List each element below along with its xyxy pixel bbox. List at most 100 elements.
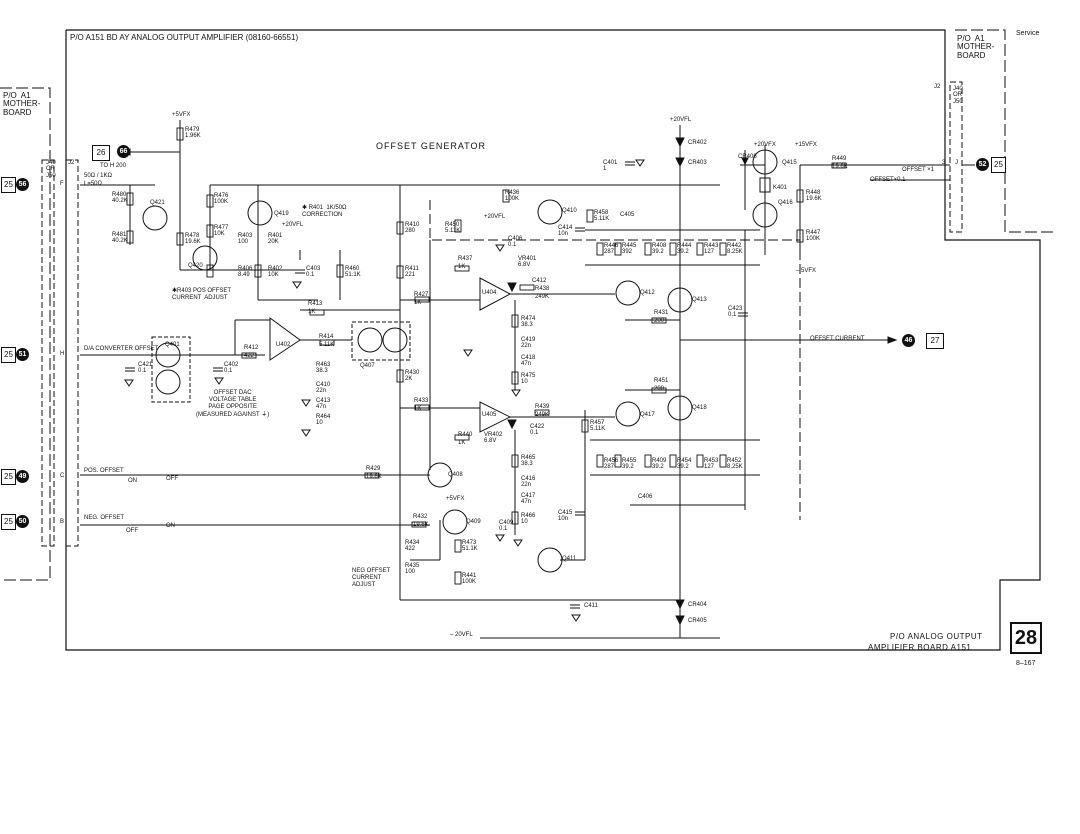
part-label: Q413 [692, 297, 707, 303]
part-label: R440 1K [458, 432, 473, 446]
part-label: C402 0.1 [224, 362, 239, 375]
part-label: R454 39.2 [677, 458, 692, 471]
part-label: R473 51.1K [462, 540, 478, 553]
part-label: C410 22n [316, 382, 331, 395]
part-label: C423 0.1 [728, 306, 743, 319]
part-label: CR405 [688, 618, 707, 624]
part-label: C414 10n [558, 225, 573, 238]
connector-box: 26 [92, 145, 110, 161]
connector-dot: 66 [117, 145, 130, 158]
part-label: R435 100 [405, 563, 420, 576]
part-label: Q407 [360, 363, 375, 369]
rail-label: +20VFX [754, 142, 776, 148]
offset-current-label: OFFSET CURRENT [810, 336, 865, 342]
part-label: R449 19.6K [832, 156, 848, 170]
part-label: Q410 [562, 208, 577, 214]
part-label: R465 38.3 [521, 455, 536, 468]
part-label: C411 [584, 603, 598, 609]
connector-sublabel: TO H 200 [100, 163, 126, 169]
part-label: R450 5.11K [445, 222, 461, 235]
part-label: R481 40.2K [112, 232, 128, 245]
part-label: R455 39.2 [622, 458, 637, 471]
connector-dot: 56 [16, 178, 29, 191]
connector-pin: J [955, 160, 958, 166]
part-label: CR404 [688, 602, 707, 608]
part-label: R447 100K [806, 230, 821, 243]
part-label: C413 47n [316, 398, 331, 411]
part-label: R410 280 [405, 222, 420, 235]
offset-x01-label: OFFSET×0.1 [870, 177, 906, 183]
part-label: C406 [638, 494, 653, 500]
part-label: R441 100K [462, 573, 477, 586]
part-label: R476 100K [214, 193, 229, 206]
part-label: R475 10 [521, 373, 536, 386]
connector-label: D/A CONVERTER OFFSET [84, 346, 159, 352]
part-label: C403 0.1 [306, 266, 321, 279]
left-motherboard-frame [0, 87, 51, 581]
rail-label: +5VFX [172, 112, 191, 118]
connector-box: 27 [926, 333, 944, 349]
part-label: R431 200 [654, 310, 669, 324]
part-label: R438 249K [535, 286, 550, 300]
part-label: C422 0.1 [530, 424, 545, 437]
part-label: Q412 [640, 290, 655, 296]
connector-sublabel: L=50Ω [84, 181, 102, 187]
connector-box: 25 [1, 347, 16, 363]
part-label: Q401 [165, 342, 180, 348]
part-label: Q415 [782, 160, 797, 166]
part-label: CR403 [688, 160, 707, 166]
resistor-bodies [126, 127, 847, 585]
capacitor-symbols [125, 161, 748, 609]
part-label: R436 100K [505, 190, 520, 203]
board-frame [65, 29, 1041, 651]
part-label: R466 10 [521, 513, 536, 526]
part-label: C418 47n [521, 355, 536, 368]
part-label: R437 1K [458, 256, 473, 270]
connector-pin: 3 [942, 160, 946, 166]
part-label: R427 1K [414, 292, 429, 306]
part-label: VR401 6.8V [518, 256, 537, 269]
switch-state-b: ON [166, 523, 175, 529]
part-label: C401 1 [603, 160, 618, 173]
part-label: Q418 [692, 405, 707, 411]
connector-label: NEG. OFFSET [84, 515, 125, 521]
part-label: K401 [773, 185, 788, 191]
connector-pin: B [60, 519, 65, 525]
footer-caption-1: P/O ANALOG OUTPUT [890, 632, 983, 641]
part-label: R460 51.1K [345, 266, 361, 279]
connector-dot: 52 [976, 158, 989, 171]
part-label: R479 1.96K [185, 127, 201, 140]
part-label: R414 5.11K [319, 334, 335, 348]
connector-dot: 50 [16, 515, 29, 528]
rail-label: +20VFL [670, 117, 692, 123]
part-label: VR402 6.8V [484, 432, 503, 445]
part-label: R409 39.2 [652, 458, 667, 471]
part-label: R408 39.2 [652, 243, 667, 256]
part-label: C409 0.1 [499, 520, 514, 533]
part-label: U404 [482, 290, 497, 296]
connector-pin: J40 OR J50 [953, 86, 963, 105]
part-label: Q420 [188, 263, 203, 269]
part-label: R434 422 [405, 540, 420, 553]
part-label: C412 [532, 278, 547, 284]
part-label: R444 39.2 [677, 243, 692, 256]
right-motherboard-frame [955, 29, 1055, 233]
connector-dot: 46 [902, 334, 915, 347]
part-label: CR402 [688, 140, 707, 146]
connector-box: 25 [1, 469, 16, 485]
switch-state-b: OFF [166, 476, 178, 482]
rail-label: +20VFL [282, 222, 304, 228]
part-label: R412 422 [244, 345, 259, 359]
rail-label: – 5VFX [796, 268, 817, 274]
part-label: C406 0.1 [508, 236, 523, 249]
part-label: R457 5.11K [590, 420, 606, 433]
part-label: R429 19.6K [366, 466, 382, 480]
switch-state-a: OFF [126, 528, 138, 534]
connector-label: 50Ω / 1KΩ [84, 173, 112, 179]
connector-box: 25 [1, 177, 16, 193]
part-label: Q419 [274, 211, 289, 217]
connector-dot: 51 [16, 348, 29, 361]
section-heading: OFFSET GENERATOR [376, 141, 487, 151]
transistor-symbols [142, 149, 778, 573]
